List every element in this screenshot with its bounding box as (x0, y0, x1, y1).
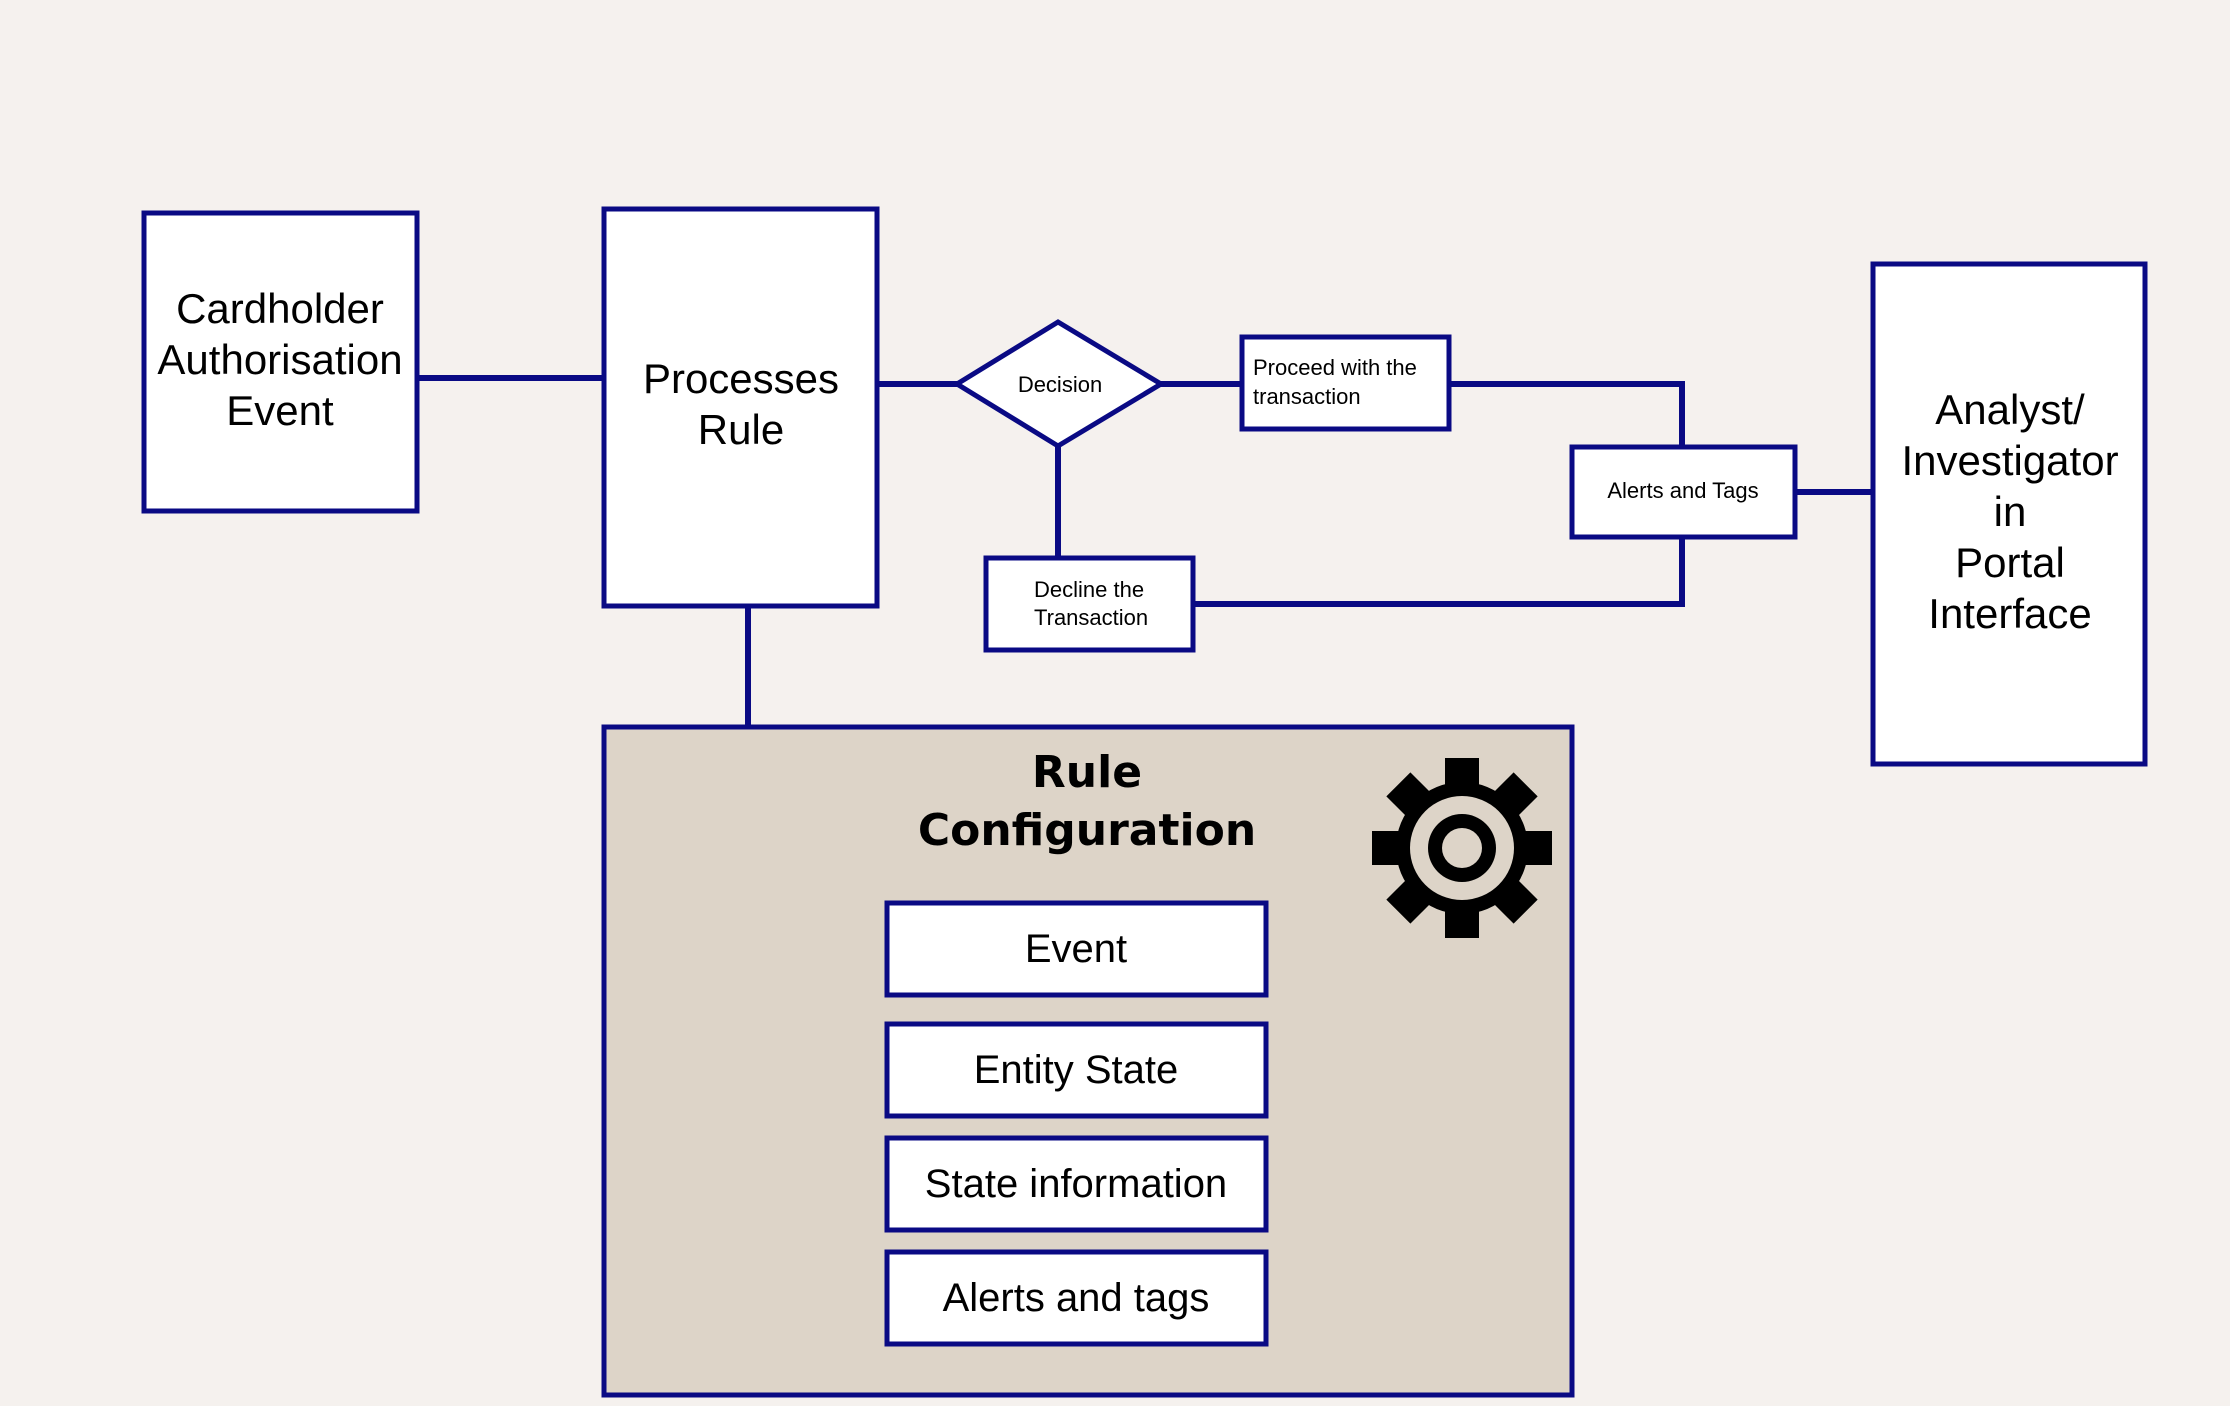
decline-label-line-2: Transaction (1034, 605, 1148, 630)
analyst-shape (1870, 261, 2148, 767)
cardholder-label-line-2: Authorisation (157, 336, 402, 383)
analyst-label-line-2: Investigator (1901, 437, 2118, 484)
connector-decline-to-alerts (1193, 537, 1685, 607)
config-item-alerts-and-tags-shape (884, 1249, 1269, 1347)
decline-label-line-1: Decline the (1034, 577, 1144, 602)
alerts-and-tags-box: Alerts and Tags (1569, 444, 1798, 540)
processes-rule-label-line-1: Processes (643, 355, 839, 402)
config-item-event-shape (884, 900, 1269, 998)
config-item-state-information-label: State information (925, 1162, 1227, 1206)
config-item-state-information-shape (884, 1135, 1269, 1233)
config-item-event: Event (884, 900, 1269, 998)
config-item-state-information: State information (884, 1135, 1269, 1233)
config-item-entity-state-label: Entity State (974, 1048, 1179, 1092)
processes-rule-shape (601, 206, 880, 609)
analyst-label-line-3: in (1994, 488, 2027, 535)
config-item-entity-state: Entity State (884, 1021, 1269, 1119)
decision-diamond: Decision (952, 319, 1166, 449)
cardholder-authorisation-event-box: Cardholder Authorisation Event (141, 210, 420, 514)
rule-configuration-title-line-2: Configuration (918, 805, 1256, 856)
rule-configuration-title-line-1: Rule (1032, 747, 1142, 798)
rule-configuration-panel: Rule Configuration Event (601, 724, 1575, 1398)
alerts-tags-shape (1569, 444, 1798, 540)
decision-shape (952, 319, 1166, 449)
connector-proceed-to-alerts (1449, 381, 1685, 447)
decision-label: Decision (1018, 372, 1102, 397)
cardholder-label-line-3: Event (226, 387, 334, 434)
config-item-entity-state-shape (884, 1021, 1269, 1119)
config-item-event-label: Event (1025, 927, 1127, 971)
decline-transaction-box: Decline the Transaction (983, 555, 1196, 653)
config-item-alerts-and-tags: Alerts and tags (884, 1249, 1269, 1347)
processes-rule-label-line-2: Rule (698, 406, 784, 453)
processes-rule-box: Processes Rule (601, 206, 880, 609)
cardholder-label-line-1: Cardholder (176, 285, 384, 332)
proceed-shape (1239, 334, 1452, 432)
gear-icon (1372, 758, 1552, 938)
proceed-label-line-2: transaction (1253, 384, 1361, 409)
analyst-label-line-4: Portal (1955, 539, 2065, 586)
connectors (417, 375, 1873, 727)
cardholder-box-shape (141, 210, 420, 514)
proceed-label-line-1: Proceed with the (1253, 355, 1417, 380)
alerts-tags-label: Alerts and Tags (1607, 478, 1758, 503)
analyst-label-line-5: Interface (1928, 590, 2091, 637)
analyst-investigator-box: Analyst/ Investigator in Portal Interfac… (1870, 261, 2148, 767)
proceed-transaction-box: Proceed with the transaction (1239, 334, 1452, 432)
config-item-alerts-and-tags-label: Alerts and tags (943, 1276, 1210, 1320)
decline-shape (983, 555, 1196, 653)
analyst-label-line-1: Analyst/ (1935, 386, 2085, 433)
